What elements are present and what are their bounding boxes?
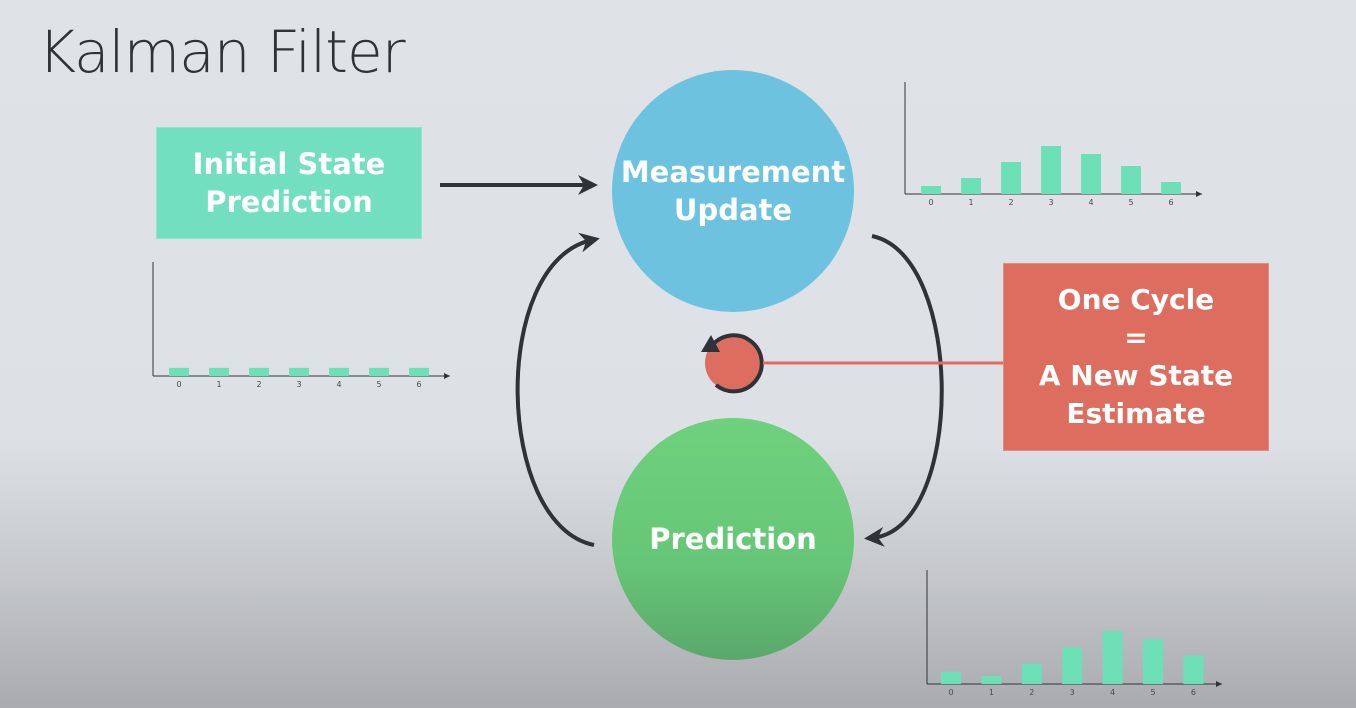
chart-bar [289,367,309,376]
chart-tick-label: 5 [376,380,381,389]
chart-bar [1102,631,1123,684]
chart-tick-label: 0 [928,198,933,207]
initial-state-line1: Initial State [192,147,386,181]
chart-tick-label: 4 [1088,198,1093,207]
chart-x-axis-arrowhead [444,373,450,379]
chart-bar [981,675,1002,684]
chart-tick-label: 3 [296,380,301,389]
cycle-icon [701,333,764,394]
initial-state-box: Initial State Prediction [156,127,422,239]
chart-tick-label: 1 [989,688,994,697]
chart-bar [1041,146,1061,194]
chart-tick-label: 1 [216,380,221,389]
measurement-update-circle: Measurement Update [612,70,854,312]
chart-tick-label: 0 [948,688,953,697]
chart-tick-label: 6 [1191,688,1196,697]
measurement-to-prediction-arrow [864,234,944,547]
chart-x-axis-arrowhead [1216,681,1222,687]
prediction-circle: Prediction [612,418,854,660]
chart-bar [1062,647,1083,684]
cycle-line4: Estimate [1066,397,1206,430]
chart-bar [921,186,941,194]
chart-tick-label: 3 [1070,688,1075,697]
chart-tick-label: 5 [1128,198,1133,207]
chart-bar [1081,154,1101,194]
chart-bar [1161,182,1181,194]
chart-bar [1021,663,1042,684]
cycle-line2: = [1124,321,1148,354]
chart-bar [1183,655,1204,684]
chart-tick-label: 1 [968,198,973,207]
chart-bar [1143,639,1163,684]
chart-bar [169,367,189,376]
page-title: Kalman Filter [38,18,406,86]
measurement-line1: Measurement [620,155,846,189]
chart-tick-label: 5 [1150,688,1155,697]
chart-tick-label: 2 [256,380,261,389]
chart-tick-label: 2 [1008,198,1013,207]
chart-bar [1121,166,1141,194]
cycle-line3: A New State [1038,359,1234,392]
chart-bar [1001,162,1021,194]
cycle-box: One Cycle = A New State Estimate [1003,263,1269,451]
chart-bar [941,671,961,684]
prediction-to-measurement-arrow [515,232,600,547]
initial-state-line2: Prediction [205,185,373,219]
chart-bar [209,367,229,376]
measurement-line2: Update [673,193,793,227]
chart-tick-label: 6 [1168,198,1173,207]
chart-tick-label: 6 [416,380,421,389]
chart-bar [409,367,429,376]
chart-bar [249,367,269,376]
cycle-line1: One Cycle [1057,283,1215,316]
prediction-label: Prediction [649,522,817,556]
chart-tick-label: 0 [176,380,181,389]
chart-tick-label: 4 [336,380,341,389]
chart-tick-label: 3 [1048,198,1053,207]
chart-bar [329,367,349,376]
chart-tick-label: 4 [1110,688,1115,697]
chart-tick-label: 2 [1029,688,1034,697]
chart-bar [369,367,389,376]
chart-bar [961,178,981,194]
chart-x-axis-arrowhead [1196,191,1202,197]
